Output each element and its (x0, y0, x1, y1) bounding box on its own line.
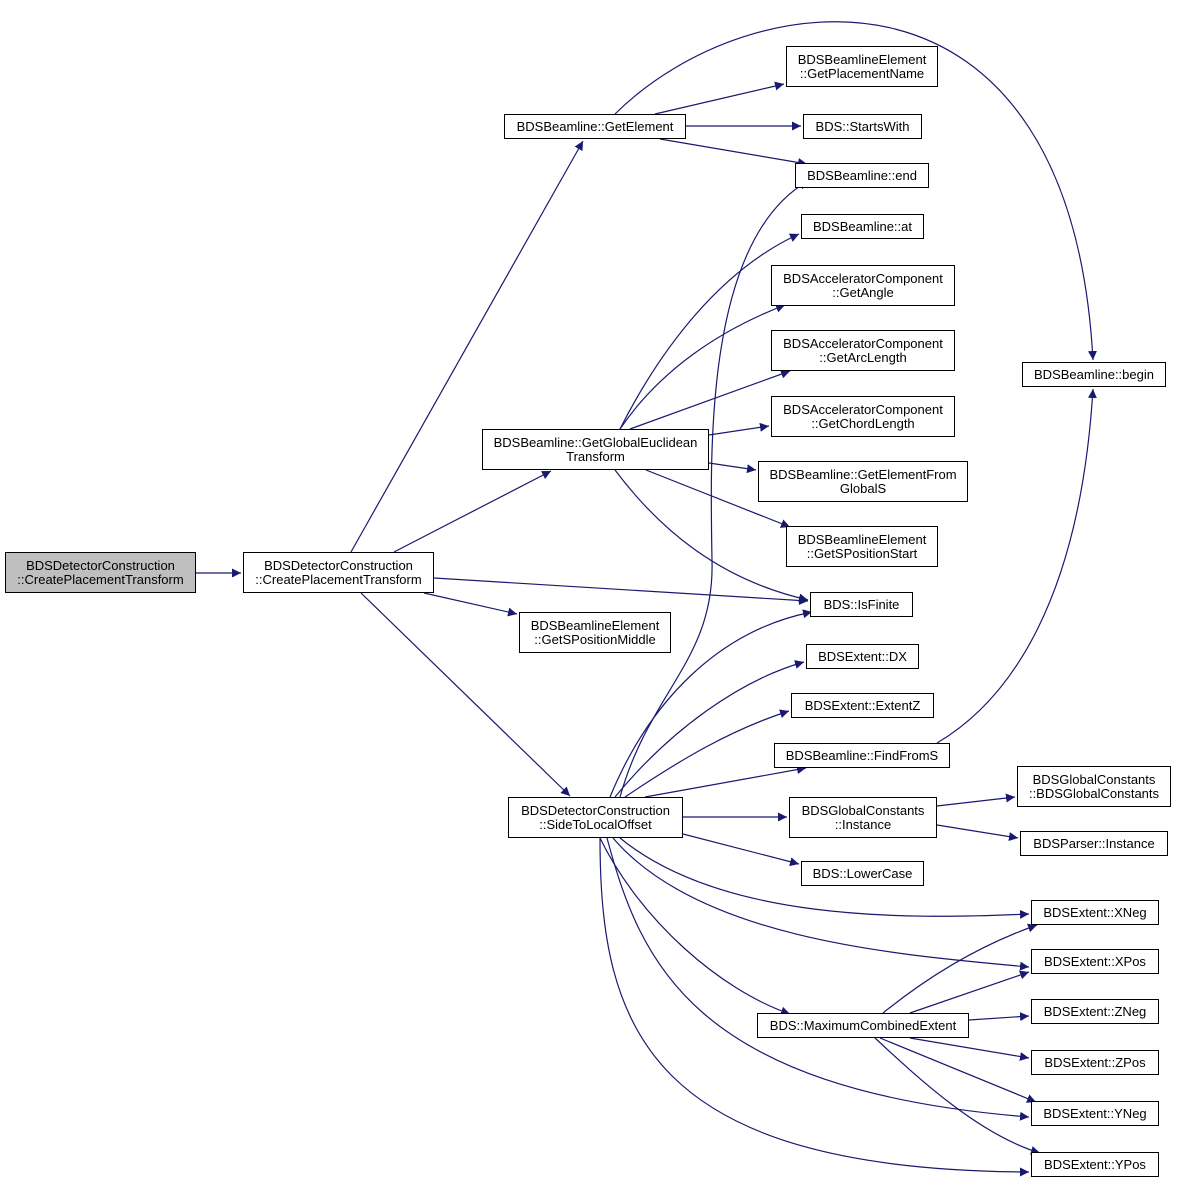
node-maximum-combined-extent[interactable]: BDS::MaximumCombinedExtent (757, 1013, 969, 1038)
edge-cpt-to-sideToLocal (360, 592, 571, 797)
node-root-create-placement-transform: BDSDetectorConstruction ::CreatePlacemen… (5, 552, 196, 593)
node-extent-ypos[interactable]: BDSExtent::YPos (1031, 1152, 1159, 1177)
edge-sideToLocal-to-isFinite (609, 609, 813, 798)
edge-maxCombined-to-xneg (882, 923, 1038, 1014)
edge-globalEuclidean-to-getArcLength (629, 369, 791, 430)
node-label: BDSAcceleratorComponent ::GetChordLength (783, 401, 943, 431)
edges-layer (196, 21, 1097, 1177)
node-parser-instance[interactable]: BDSParser::Instance (1020, 831, 1168, 856)
edge-maxCombined-to-xpos (909, 970, 1030, 1014)
node-get-chord-length[interactable]: BDSAcceleratorComponent ::GetChordLength (771, 396, 955, 437)
node-side-to-local-offset[interactable]: BDSDetectorConstruction ::SideToLocalOff… (508, 797, 683, 838)
edge-sideToLocal-to-end (619, 180, 809, 798)
node-label: BDSBeamline::at (813, 218, 912, 234)
edge-globalEuclidean-to-at (619, 233, 800, 430)
node-find-from-s[interactable]: BDSBeamline::FindFromS (774, 743, 950, 768)
node-label: BDSBeamlineElement ::GetPlacementName (797, 51, 927, 81)
edge-getElement-to-begin (614, 21, 1097, 361)
edge-gcInstance-to-parserInstance (936, 824, 1019, 842)
edge-maxCombined-to-ypos (874, 1037, 1041, 1155)
edge-cpt-to-getElement (350, 140, 584, 553)
node-label: BDSExtent::ZNeg (1043, 1003, 1147, 1019)
node-label: BDSParser::Instance (1033, 835, 1155, 851)
node-label: BDS::StartsWith (815, 118, 910, 134)
node-lower-case[interactable]: BDS::LowerCase (801, 861, 924, 886)
node-label: BDSExtent::YNeg (1043, 1105, 1147, 1121)
node-extent-xneg[interactable]: BDSExtent::XNeg (1031, 900, 1159, 925)
edge-sideToLocal-to-xneg (619, 837, 1030, 919)
edge-maxCombined-to-yneg (879, 1037, 1037, 1103)
node-label: BDSBeamline::FindFromS (785, 747, 939, 763)
node-label: BDSGlobalConstants ::BDSGlobalConstants (1028, 771, 1160, 801)
edge-globalEuclidean-to-getChordLength (708, 422, 770, 436)
edge-getElement-to-placementName (654, 81, 785, 115)
edge-findFromS-to-begin (936, 388, 1097, 744)
node-label: BDSExtent::XNeg (1043, 904, 1147, 920)
node-label: BDSBeamline::end (807, 167, 917, 183)
node-label: BDSBeamline::GetGlobalEuclidean Transfor… (493, 434, 698, 464)
node-extent-z[interactable]: BDSExtent::ExtentZ (791, 693, 934, 718)
edge-getElement-to-end (659, 138, 808, 167)
node-label: BDSDetectorConstruction ::CreatePlacemen… (17, 557, 184, 587)
edge-globalEuclidean-to-isFinite (614, 469, 809, 603)
edge-cpt-to-isFinite (433, 577, 809, 605)
node-beamline-begin[interactable]: BDSBeamline::begin (1022, 362, 1166, 387)
node-label: BDSExtent::DX (818, 648, 907, 664)
node-extent-yneg[interactable]: BDSExtent::YNeg (1031, 1101, 1159, 1126)
node-label: BDSAcceleratorComponent ::GetAngle (783, 270, 943, 300)
node-label: BDSExtent::XPos (1044, 953, 1146, 969)
node-label: BDSBeamlineElement ::GetSPositionMiddle (530, 617, 660, 647)
edge-sideToLocal-to-ypos (599, 837, 1030, 1177)
edge-cpt-to-sPositionMiddle (423, 592, 518, 617)
node-label: BDS::MaximumCombinedExtent (769, 1017, 957, 1033)
node-get-s-position-middle[interactable]: BDSBeamlineElement ::GetSPositionMiddle (519, 612, 671, 653)
node-extent-dx[interactable]: BDSExtent::DX (806, 644, 919, 669)
node-label: BDSExtent::ZPos (1044, 1054, 1146, 1070)
node-label: BDSBeamlineElement ::GetSPositionStart (797, 531, 927, 561)
edge-sideToLocal-to-lowerCase (682, 833, 800, 867)
node-get-s-position-start[interactable]: BDSBeamlineElement ::GetSPositionStart (786, 526, 938, 567)
node-is-finite[interactable]: BDS::IsFinite (810, 592, 913, 617)
node-starts-with[interactable]: BDS::StartsWith (803, 114, 922, 139)
node-global-constants-instance[interactable]: BDSGlobalConstants ::Instance (789, 797, 937, 838)
node-label: BDS::LowerCase (812, 865, 913, 881)
edge-globalEuclidean-to-getElementFromGlobalS (708, 462, 757, 474)
node-label: BDSGlobalConstants ::Instance (801, 802, 925, 832)
edge-globalEuclidean-to-getSPositionStart (645, 469, 791, 528)
edge-sideToLocal-to-dx (614, 660, 805, 798)
node-create-placement-transform[interactable]: BDSDetectorConstruction ::CreatePlacemen… (243, 552, 434, 593)
edge-sideToLocal-to-yneg (606, 837, 1030, 1121)
node-global-constants-constructor[interactable]: BDSGlobalConstants ::BDSGlobalConstants (1017, 766, 1171, 807)
edge-globalEuclidean-to-getAngle (619, 304, 786, 430)
node-label: BDSDetectorConstruction ::CreatePlacemen… (255, 557, 422, 587)
edge-maxCombined-to-zneg (968, 1012, 1030, 1022)
edge-sideToLocal-to-maxCombined (599, 837, 791, 1016)
node-label: BDSDetectorConstruction ::SideToLocalOff… (521, 802, 670, 832)
node-label: BDSExtent::ExtentZ (804, 697, 921, 713)
node-beamline-end[interactable]: BDSBeamline::end (795, 163, 929, 188)
node-label: BDSBeamline::begin (1034, 366, 1154, 382)
node-get-placement-name[interactable]: BDSBeamlineElement ::GetPlacementName (786, 46, 938, 87)
node-label: BDSExtent::YPos (1044, 1156, 1146, 1172)
node-get-arc-length[interactable]: BDSAcceleratorComponent ::GetArcLength (771, 330, 955, 371)
node-label: BDSBeamline::GetElement (516, 118, 674, 134)
node-get-global-euclidean-transform[interactable]: BDSBeamline::GetGlobalEuclidean Transfor… (482, 429, 709, 470)
edge-gcInstance-to-gcCtor (936, 793, 1016, 807)
node-extent-zneg[interactable]: BDSExtent::ZNeg (1031, 999, 1159, 1024)
node-extent-zpos[interactable]: BDSExtent::ZPos (1031, 1050, 1159, 1075)
node-get-angle[interactable]: BDSAcceleratorComponent ::GetAngle (771, 265, 955, 306)
node-label: BDS::IsFinite (823, 596, 900, 612)
node-get-element-from-global-s[interactable]: BDSBeamline::GetElementFrom GlobalS (758, 461, 968, 502)
edge-sideToLocal-to-xpos (612, 837, 1030, 971)
node-label: BDSBeamline::GetElementFrom GlobalS (769, 466, 957, 496)
edge-sideToLocal-to-findFromS (644, 765, 807, 798)
edge-maxCombined-to-zpos (909, 1037, 1030, 1061)
edge-sideToLocal-to-extentZ (624, 709, 790, 798)
node-label: BDSAcceleratorComponent ::GetArcLength (783, 335, 943, 365)
edge-cpt-to-globalEuclidean (393, 470, 552, 553)
node-beamline-at[interactable]: BDSBeamline::at (801, 214, 924, 239)
node-get-element[interactable]: BDSBeamline::GetElement (504, 114, 686, 139)
node-extent-xpos[interactable]: BDSExtent::XPos (1031, 949, 1159, 974)
